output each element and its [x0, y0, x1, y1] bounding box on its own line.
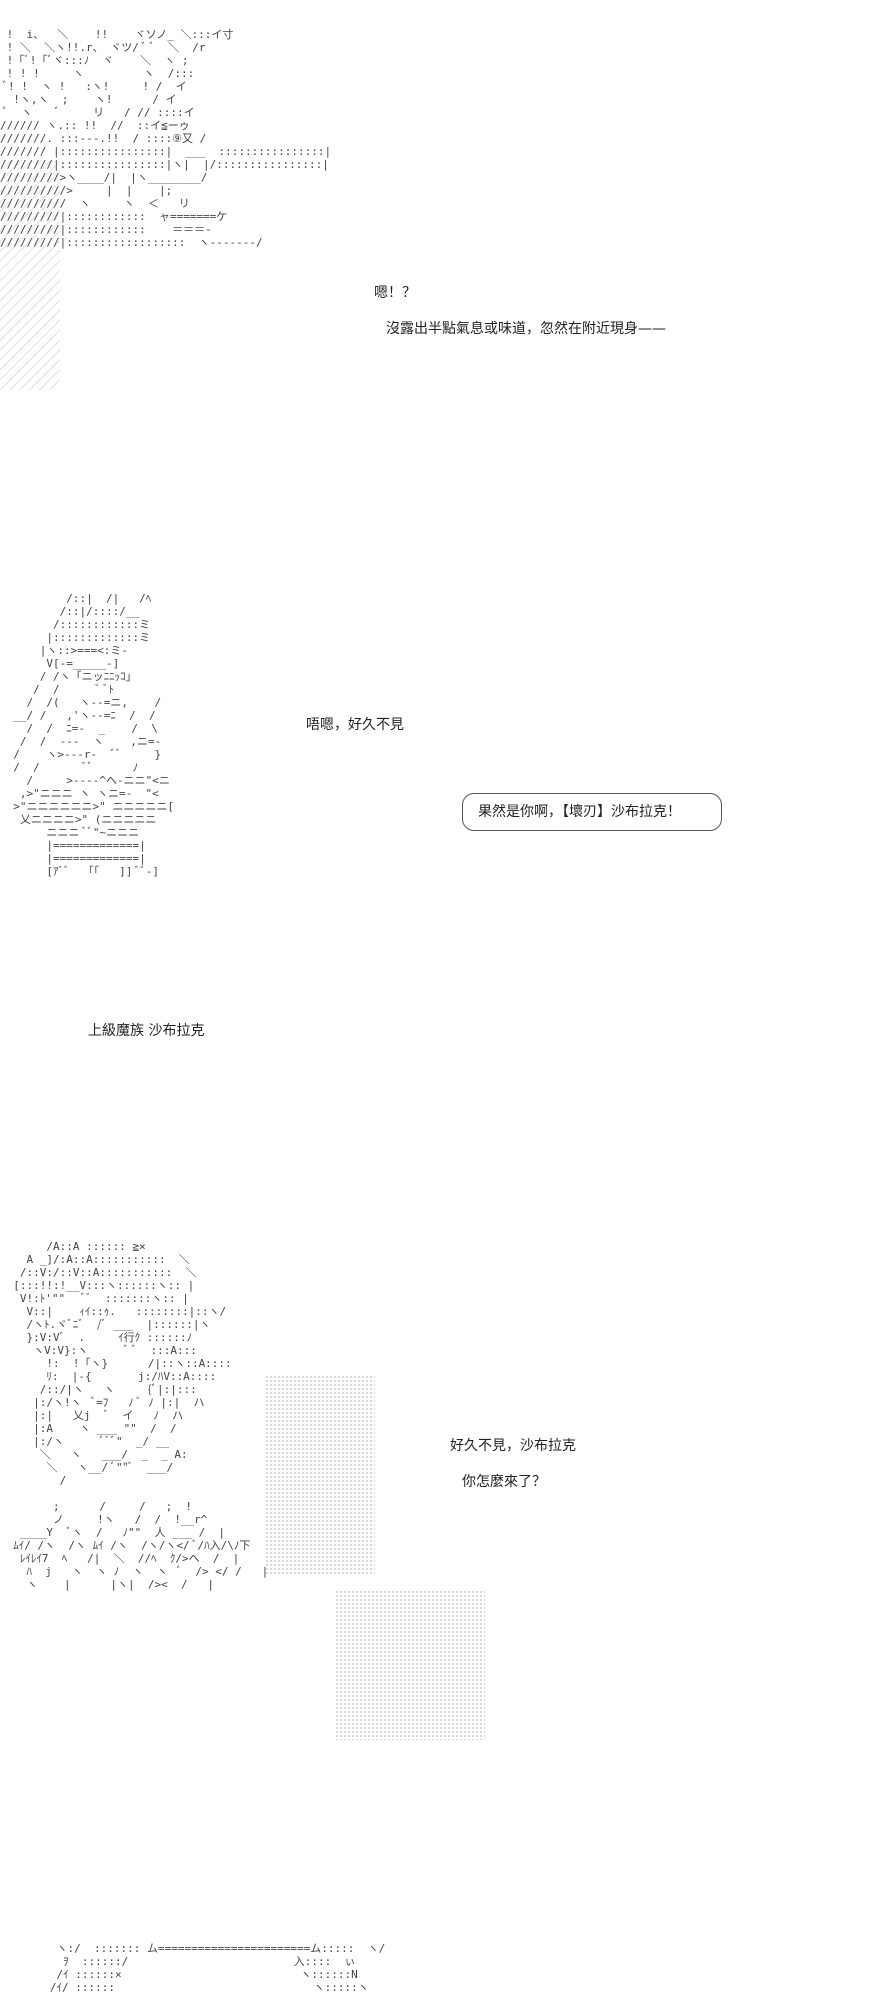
panel-1-narration: 沒露出半點氣息或味道，忽然在附近現身—— [386, 321, 666, 337]
panel-3-greeting: 好久不見，沙布拉克 [450, 1438, 576, 1454]
ascii-art-panel-1: ! i、 ＼ !! ヾソノ_ ＼:::イ寸 ! ＼ ＼ヽ!!.r、 ヾツ/ ﾞ … [0, 28, 332, 249]
panel-2-greeting: 唔嗯，好久不見 [306, 717, 404, 733]
hatch-shading-panel-1 [0, 160, 60, 390]
speech-bubble [462, 793, 722, 831]
dot-shading-panel-3-lower [335, 1590, 485, 1740]
ascii-art-panel-2: /::| /| /ﾍ /::|/::::/__ /::::::::::::ミ |… [13, 592, 174, 878]
panel-3-question: 你怎麼來了？ [462, 1474, 546, 1490]
panel-1-exclamation: 嗯！？ [374, 285, 416, 301]
dot-shading-panel-3-upper [265, 1375, 375, 1575]
ascii-art-panel-3: /A::A :::::: ≧× A _]/:A::A::::::::::: ＼ … [13, 1240, 269, 1591]
ascii-art-panel-4: ヽ:/ ::::::: ム=======================ム:::… [49, 1942, 386, 1994]
character-caption: 上級魔族 沙布拉克 [88, 1023, 205, 1039]
speech-bubble-text: 果然是你啊，【壞刃】沙布拉克！ [478, 804, 681, 820]
